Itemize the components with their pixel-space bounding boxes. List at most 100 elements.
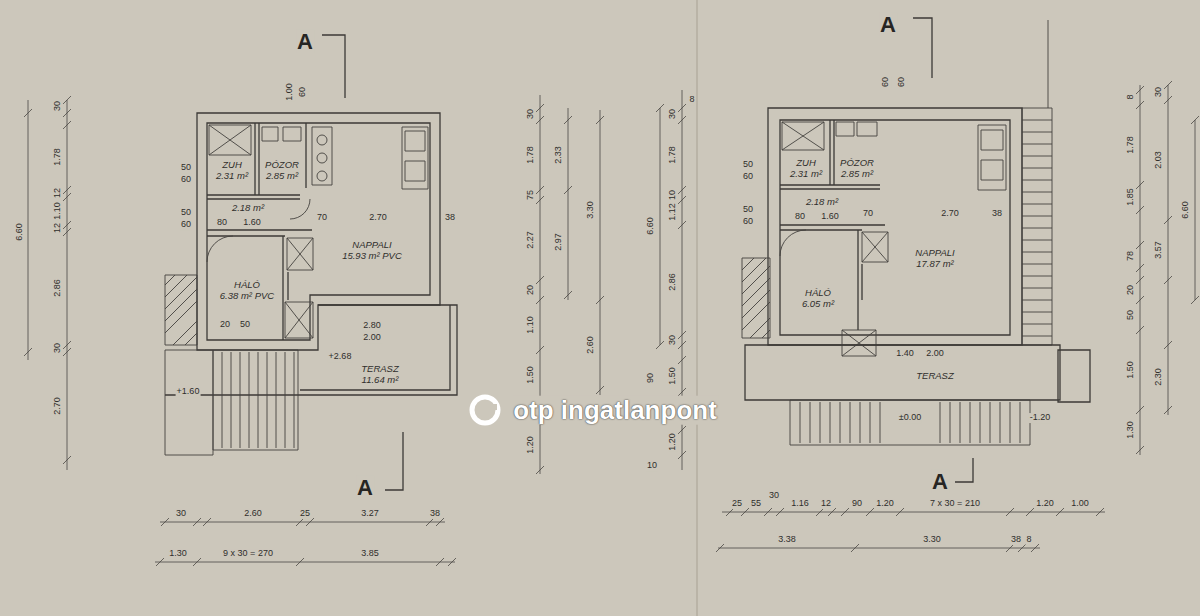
watermark-logo — [472, 397, 498, 423]
dimension-value: 1.30 — [1126, 420, 1136, 440]
dimension-value: 7 x 30 = 210 — [929, 499, 981, 509]
room-name: ZUH — [789, 157, 823, 168]
dimension-value: 1.78 — [1126, 135, 1136, 155]
room-area: 15.93 m² PVC — [341, 250, 403, 261]
stairs — [790, 400, 1030, 445]
dimension-value: 38 — [1010, 535, 1022, 545]
room-area: 17.87 m² — [914, 258, 955, 269]
dimension-value: 50 — [742, 205, 754, 215]
room-area: 6.05 m² — [801, 298, 835, 309]
terrace-wall — [745, 345, 1090, 402]
room-name: NAPPALI — [914, 247, 955, 258]
dimension-value: 6.60 — [646, 216, 656, 236]
dimension-value: 60 — [742, 217, 754, 227]
fixture — [317, 171, 327, 181]
room-name: ZUH — [215, 159, 249, 170]
dimension-value: 2.70 — [53, 396, 63, 416]
dimension-value: 90 — [646, 372, 656, 384]
right-plan — [742, 20, 1090, 445]
room-label: PÓZOR2.85 m² — [262, 158, 302, 183]
room-name: 2.18 m² — [231, 202, 265, 213]
dimension-value: 38 — [429, 509, 441, 519]
dimension-value: 9 x 30 = 270 — [222, 549, 274, 559]
section-bracket — [322, 18, 973, 490]
dimension-value: 1.40 — [895, 349, 915, 359]
section-marks — [322, 18, 973, 490]
shower — [209, 125, 251, 155]
dimension-value: 1.20 — [1035, 499, 1055, 509]
dimension-value: 2.97 — [554, 232, 564, 252]
dimension-value: 1.00 — [1070, 499, 1090, 509]
dimension-value: 1.16 — [790, 499, 810, 509]
dimension-value: 12 — [820, 499, 832, 509]
dimension-value: 30 — [1154, 86, 1164, 98]
fixture — [317, 135, 327, 145]
dimension-value: 70 — [862, 209, 874, 219]
dimension-value: 2.60 — [586, 335, 596, 355]
dimension-value: 20 — [219, 320, 231, 330]
room-label: 2.18 m² — [803, 195, 841, 208]
dimension-tick — [24, 81, 1199, 566]
dimension-value: 8 — [688, 95, 695, 105]
dimension-lines — [24, 81, 1199, 566]
dimension-value: 38 — [444, 213, 456, 223]
dimension-value: 1.50 — [668, 366, 678, 386]
dimension-value: 1.50 — [1126, 360, 1136, 380]
dimension-value: ±0.00 — [898, 413, 922, 423]
dimension-value: 50 — [180, 163, 192, 173]
dimension-value: 20 — [1126, 284, 1136, 296]
dimension-value: 12 — [53, 222, 63, 234]
room-label: NAPPALI17.87 m² — [912, 246, 957, 271]
dimension-value: 2.03 — [1154, 150, 1164, 170]
room-area: 2.31 m² — [789, 168, 823, 179]
dimension-value: 30 — [53, 100, 63, 112]
dimension-value: 30 — [175, 509, 187, 519]
dimension-value: 2.80 — [362, 321, 382, 331]
dimension-value: 8 — [1025, 535, 1032, 545]
dimension-value: 50 — [742, 160, 754, 170]
dimension-value: 2.86 — [668, 272, 678, 292]
room-label: TERASZ — [913, 369, 956, 382]
dimension-value: 30 — [668, 334, 678, 346]
room-label: ZUH2.31 m² — [213, 158, 251, 183]
dimension-value: 60 — [881, 76, 891, 88]
dimension-value: 2.27 — [526, 230, 536, 250]
room-name: HÁLÓ — [219, 279, 275, 290]
dimension-value: 2.70 — [368, 213, 388, 223]
dimension-value: 30 — [53, 342, 63, 354]
dimension-value: 2.00 — [925, 349, 945, 359]
dimension-value: 60 — [298, 86, 308, 98]
section-marker: A — [356, 476, 374, 500]
dimension-value: 3.27 — [360, 509, 380, 519]
room-label: TERASZ11.64 m² — [358, 362, 401, 387]
dimension-value: 80 — [794, 212, 806, 222]
dimension-value: 1.60 — [820, 212, 840, 222]
dimension-value: 90 — [851, 499, 863, 509]
dimension-value: 50 — [239, 320, 251, 330]
dimension-value: 1.78 — [526, 145, 536, 165]
room-area: 6.38 m² PVC — [219, 290, 275, 301]
dimension-value: 1.00 — [285, 82, 295, 102]
dimension-value: 78 — [1126, 250, 1136, 262]
room-label: HÁLÓ6.38 m² PVC — [217, 278, 277, 303]
room-area: 2.85 m² — [264, 170, 300, 181]
door-swing — [207, 199, 310, 262]
dimension-value: 3.30 — [922, 535, 942, 545]
room-name: PÓZOR — [839, 157, 875, 168]
dimension-value: 38 — [991, 209, 1003, 219]
dimension-value: 1.78 — [53, 147, 63, 167]
dimension-value: 1.10 — [526, 315, 536, 335]
stairs — [165, 350, 298, 455]
partition-wall — [207, 123, 312, 340]
dimension-value: 80 — [216, 218, 228, 228]
dimension-value: 2.70 — [940, 209, 960, 219]
dimension-value: 25 — [731, 499, 743, 509]
room-name: NAPPALI — [341, 239, 403, 250]
dimension-value: 2.86 — [53, 278, 63, 298]
dimension-value: 1.12 — [668, 202, 678, 222]
logo-notch — [488, 404, 497, 410]
room-label: PÓZOR2.85 m² — [837, 156, 877, 181]
room-name: HÁLÓ — [801, 287, 835, 298]
dimension-value: 1.78 — [668, 145, 678, 165]
dimension-value: 30 — [768, 491, 780, 501]
